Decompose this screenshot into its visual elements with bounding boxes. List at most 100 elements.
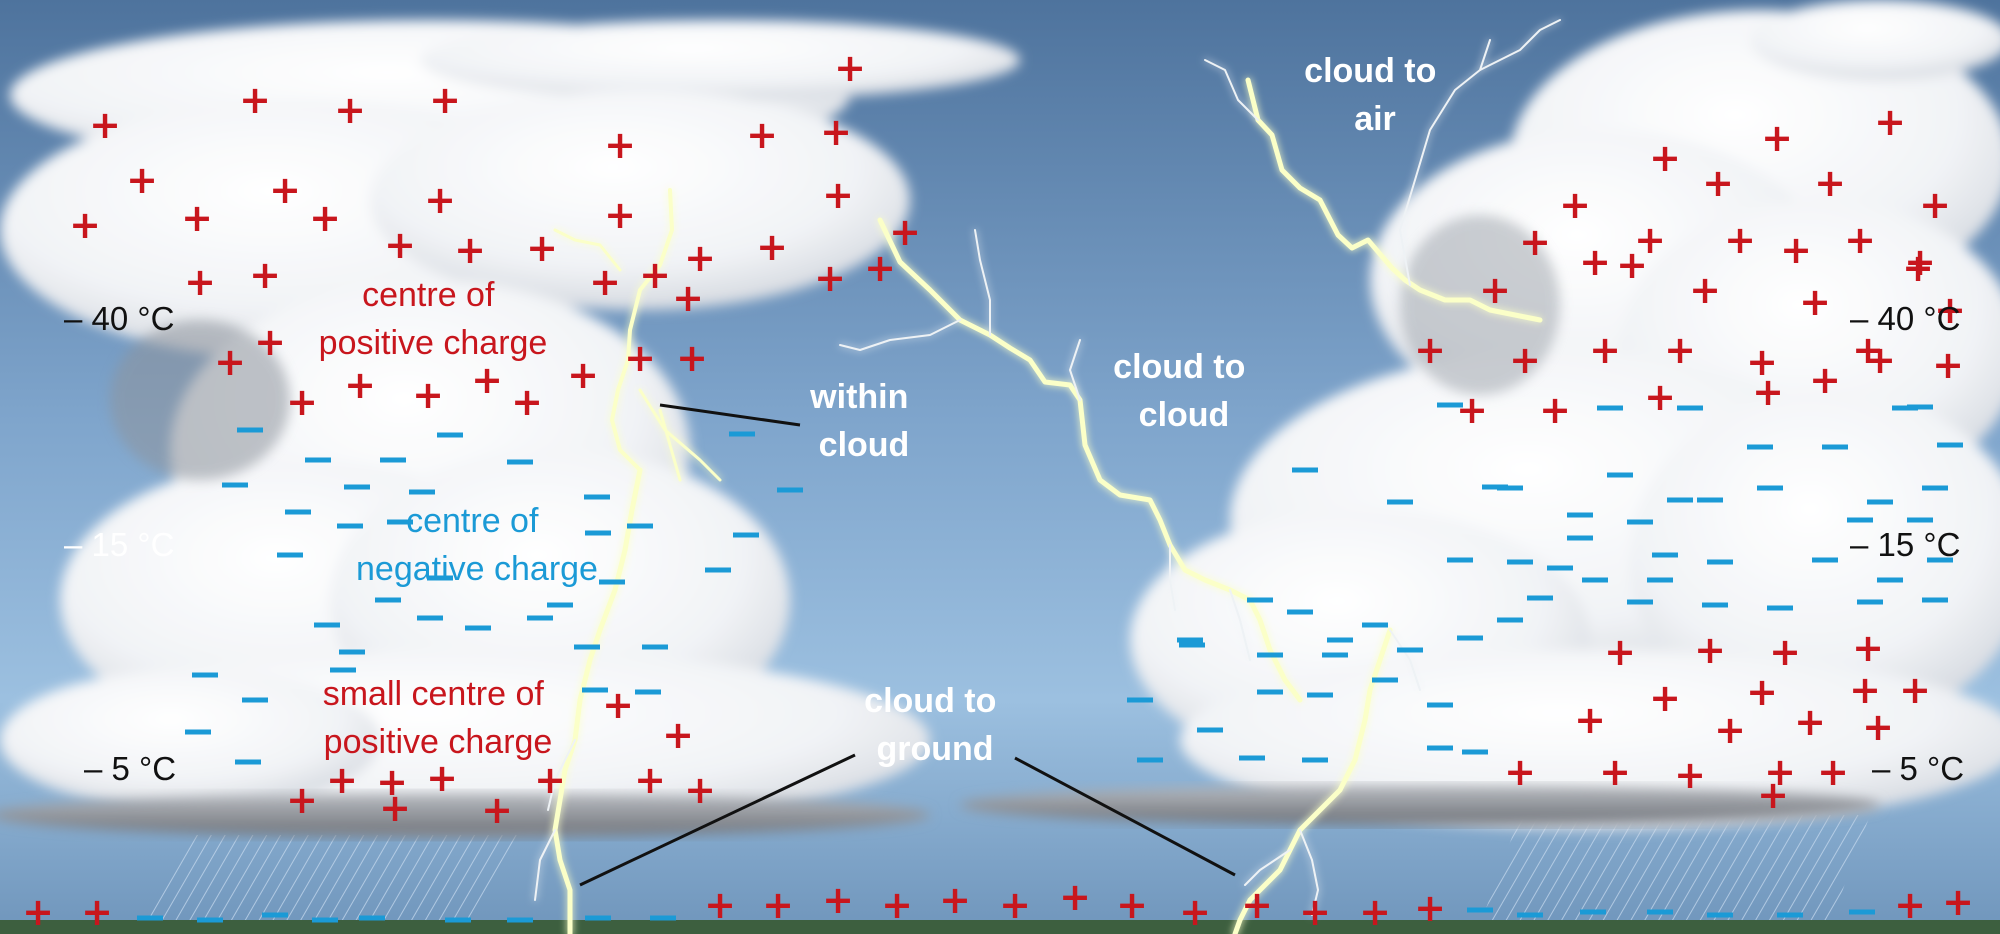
positive-charge-symbol: + bbox=[69, 203, 101, 247]
positive-charge-symbol: + bbox=[1579, 240, 1611, 284]
rain-shaft-right bbox=[1480, 815, 1870, 925]
positive-charge-symbol: + bbox=[1179, 890, 1211, 934]
temp-right-40: – 40 °C bbox=[1850, 300, 1960, 337]
positive-charge-symbol: + bbox=[81, 890, 113, 934]
positive-charge-symbol: + bbox=[1574, 698, 1606, 742]
positive-charge-symbol: + bbox=[864, 246, 896, 290]
positive-charge-symbol: + bbox=[249, 253, 281, 297]
positive-charge-symbol: + bbox=[481, 788, 513, 832]
positive-charge-symbol: + bbox=[1519, 220, 1551, 264]
positive-charge-symbol: + bbox=[1817, 750, 1849, 794]
label-within-cloud: within cloud bbox=[809, 378, 918, 464]
positive-charge-symbol: + bbox=[1604, 630, 1636, 674]
lightning-cloud-to-ground-right bbox=[1232, 627, 1393, 934]
positive-charge-symbol: + bbox=[820, 110, 852, 154]
temp-right-15: – 15 °C bbox=[1850, 526, 1960, 563]
positive-charge-symbol: + bbox=[379, 786, 411, 830]
within-cloud-pointer bbox=[659, 403, 801, 427]
positive-charge-symbol: + bbox=[181, 196, 213, 240]
positive-charge-symbol: + bbox=[1764, 750, 1796, 794]
positive-charge-symbol: + bbox=[672, 276, 704, 320]
positive-charge-symbol: + bbox=[1934, 288, 1966, 332]
positive-charge-symbol: + bbox=[999, 883, 1031, 927]
positive-charge-symbol: + bbox=[604, 123, 636, 167]
positive-charge-symbol: + bbox=[1919, 183, 1951, 227]
positive-charge-symbol: + bbox=[126, 158, 158, 202]
label-cloud-to-cloud: cloud to cloud bbox=[1113, 348, 1255, 434]
positive-charge-symbol: + bbox=[89, 103, 121, 147]
positive-charge-symbol: + bbox=[756, 225, 788, 269]
positive-charge-symbol: + bbox=[286, 778, 318, 822]
lightning-bolts bbox=[534, 19, 1561, 934]
positive-charge-symbol: + bbox=[746, 113, 778, 157]
positive-charge-symbol: + bbox=[334, 88, 366, 132]
positive-charge-symbol: + bbox=[1059, 875, 1091, 919]
positive-charge-symbol: + bbox=[1559, 183, 1591, 227]
lightning-cloud-to-ground-left bbox=[552, 467, 643, 934]
positive-charge-symbol: + bbox=[309, 196, 341, 240]
temp-left-40: – 40 °C bbox=[64, 300, 174, 337]
positive-charge-symbol: + bbox=[684, 768, 716, 812]
positive-charge-symbol: + bbox=[1664, 328, 1696, 372]
positive-charge-symbol: + bbox=[184, 260, 216, 304]
positive-charge-symbol: + bbox=[676, 336, 708, 380]
charge-symbols: + + + + + + + + + + + + + + + + + + + + + + + + + + + + + + + + + + + + + + + +… bbox=[22, 46, 1974, 934]
positive-charge-symbol: + bbox=[424, 178, 456, 222]
positive-charge-symbol: + bbox=[376, 760, 408, 804]
positive-charge-symbol: + bbox=[1689, 268, 1721, 312]
positive-charge-symbol: + bbox=[1799, 280, 1831, 324]
label-cloud-to-air: cloud to air bbox=[1304, 52, 1446, 138]
positive-charge-symbol: + bbox=[1674, 753, 1706, 797]
positive-charge-symbol: + bbox=[889, 210, 921, 254]
positive-charge-symbol: + bbox=[534, 758, 566, 802]
positive-charge-symbol: + bbox=[1616, 243, 1648, 287]
positive-charge-symbol: + bbox=[939, 878, 971, 922]
positive-charge-symbol: + bbox=[822, 173, 854, 217]
positive-charge-symbol: + bbox=[1589, 328, 1621, 372]
label-centre-negative: centre of negative charge bbox=[356, 502, 598, 588]
positive-charge-symbol: + bbox=[1539, 388, 1571, 432]
positive-charge-symbol: + bbox=[1479, 268, 1511, 312]
positive-charge-symbol: + bbox=[1649, 136, 1681, 180]
positive-charge-symbol: + bbox=[326, 758, 358, 802]
positive-charge-symbol: + bbox=[1894, 883, 1926, 927]
positive-charge-symbol: + bbox=[1902, 246, 1934, 290]
positive-charge-symbol: + bbox=[1116, 883, 1148, 927]
positive-charge-symbol: + bbox=[1844, 218, 1876, 262]
positive-charge-symbol: + bbox=[1761, 116, 1793, 160]
positive-charge-symbol: + bbox=[662, 713, 694, 757]
positive-charge-symbol: + bbox=[412, 373, 444, 417]
positive-charge-symbol: + bbox=[1702, 161, 1734, 205]
left-thundercloud bbox=[0, 20, 1020, 837]
positive-charge-symbol: + bbox=[1769, 630, 1801, 674]
positive-charge-symbol: + bbox=[639, 253, 671, 297]
positive-charge-symbol: + bbox=[1414, 328, 1446, 372]
positive-charge-symbol: + bbox=[1599, 750, 1631, 794]
positive-charge-symbol: + bbox=[1862, 705, 1894, 749]
positive-charge-symbol: + bbox=[1899, 668, 1931, 712]
positive-charge-symbol: + bbox=[1864, 338, 1896, 382]
rain-shaft-left bbox=[140, 835, 520, 925]
positive-charge-symbol: + bbox=[1746, 340, 1778, 384]
ground-strip bbox=[0, 920, 2000, 934]
positive-charge-symbol: + bbox=[1746, 670, 1778, 714]
label-small-centre-positive: small centre of positive charge bbox=[323, 675, 554, 761]
positive-charge-symbol: + bbox=[1241, 883, 1273, 927]
positive-charge-symbol: + bbox=[1794, 700, 1826, 744]
positive-charge-symbol: + bbox=[239, 78, 271, 122]
positive-charge-symbol: + bbox=[1359, 890, 1391, 934]
label-centre-positive: centre of positive charge bbox=[319, 276, 548, 362]
positive-charge-symbol: + bbox=[214, 340, 246, 384]
lightning-within-cloud bbox=[610, 188, 674, 472]
positive-charge-symbol: + bbox=[704, 883, 736, 927]
positive-charge-symbol: + bbox=[286, 380, 318, 424]
positive-charge-symbol: + bbox=[429, 78, 461, 122]
positive-charge-symbol: + bbox=[1809, 358, 1841, 402]
positive-charge-symbol: + bbox=[834, 46, 866, 90]
positive-charge-symbol: + bbox=[1509, 338, 1541, 382]
positive-charge-symbol: + bbox=[684, 236, 716, 280]
positive-charge-symbol: + bbox=[567, 353, 599, 397]
positive-charge-symbol: + bbox=[1849, 668, 1881, 712]
cloud-to-ground-pointer-right bbox=[1014, 756, 1236, 877]
